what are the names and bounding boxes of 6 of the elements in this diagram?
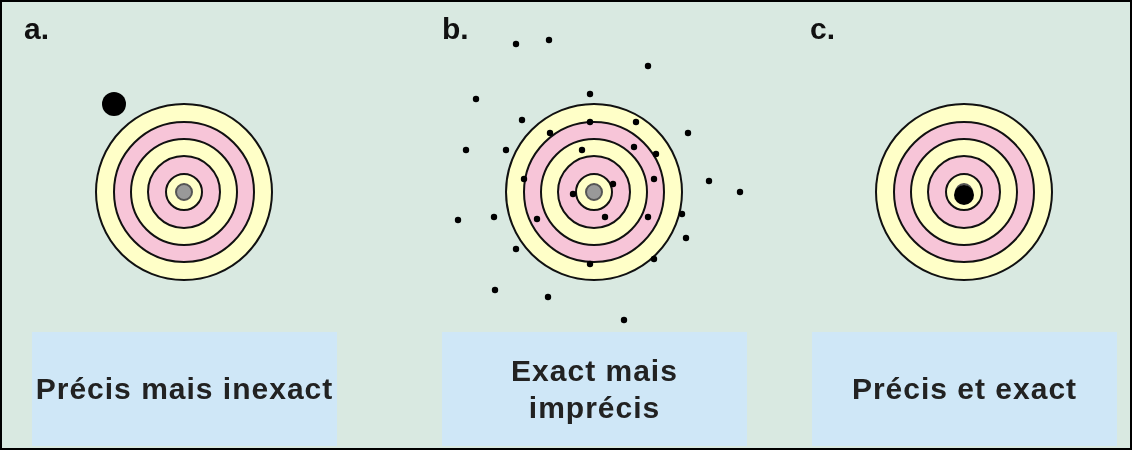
caption-text: Précis mais inexact <box>35 371 334 408</box>
caption-text: Précis et exact <box>851 371 1078 408</box>
caption-text: Exact mais imprécis <box>510 352 679 426</box>
panel-letter: c. <box>810 12 836 46</box>
panel-letter: b. <box>442 12 469 46</box>
panel-letter: a. <box>24 12 50 46</box>
